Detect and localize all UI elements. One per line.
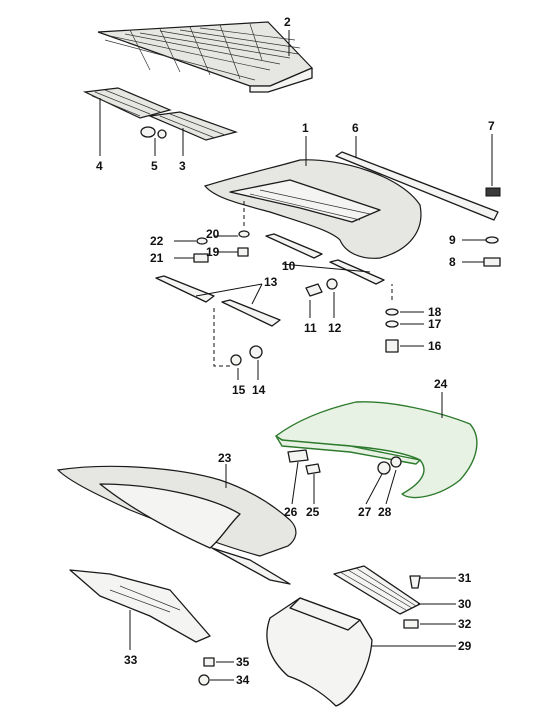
part-14-nut <box>249 345 263 359</box>
callout-2: 2 <box>284 15 291 29</box>
part-27-nut <box>377 461 391 475</box>
callout-4: 4 <box>96 159 103 173</box>
part-9-washer <box>485 236 499 244</box>
part-13-strips <box>155 275 281 327</box>
part-8-nut <box>483 257 501 267</box>
part-10-spacer-bars <box>265 233 385 285</box>
part-18-washer <box>385 308 399 316</box>
part-34-screw <box>198 674 210 686</box>
callout-9: 9 <box>449 233 456 247</box>
part-28-washer <box>390 456 402 468</box>
callout-7: 7 <box>488 119 495 133</box>
callout-10: 10 <box>282 259 296 273</box>
callout-17: 17 <box>428 317 442 331</box>
part-31-screw <box>409 575 421 589</box>
part-30-grille <box>333 565 421 615</box>
part-24-spoiler-lid <box>275 401 478 499</box>
callout-23: 23 <box>218 451 232 465</box>
callout-25: 25 <box>306 505 320 519</box>
part-20-washer <box>238 230 250 238</box>
callout-12: 12 <box>328 321 342 335</box>
part-32-clip <box>403 619 419 629</box>
part-29-housing <box>266 597 373 707</box>
part-33-bracket <box>69 569 211 643</box>
callout-34: 34 <box>236 673 250 687</box>
callout-20: 20 <box>206 227 220 241</box>
part-1-spoiler-body <box>203 159 422 259</box>
part-17-washer <box>385 320 399 328</box>
callout-18: 18 <box>428 305 442 319</box>
callout-13: 13 <box>264 275 278 289</box>
callout-16: 16 <box>428 339 442 353</box>
callout-labels: 2 4 5 3 1 6 7 9 8 20 22 19 21 10 13 11 1… <box>96 15 495 687</box>
part-6-trim-strip <box>335 151 499 221</box>
callout-27: 27 <box>358 505 372 519</box>
part-21-nut <box>193 253 209 263</box>
part-26-pad <box>287 449 309 463</box>
callout-15: 15 <box>232 383 246 397</box>
leader-lines <box>99 30 493 681</box>
part-19-screw <box>237 247 249 257</box>
part-12-washer <box>326 278 338 290</box>
callout-8: 8 <box>449 255 456 269</box>
callout-11: 11 <box>304 321 317 335</box>
callout-3: 3 <box>179 159 186 173</box>
part-4-grille <box>82 87 172 119</box>
part-5-clip <box>140 126 167 139</box>
callout-33: 33 <box>124 653 138 667</box>
callout-19: 19 <box>206 245 220 259</box>
part-3-grille <box>147 111 239 141</box>
part-35-clip <box>203 657 215 667</box>
callout-31: 31 <box>458 571 472 585</box>
callout-32: 32 <box>458 617 472 631</box>
callout-28: 28 <box>378 505 392 519</box>
callout-21: 21 <box>150 251 164 265</box>
part-15-washer <box>230 354 242 366</box>
part-25-screw <box>305 463 321 475</box>
callout-35: 35 <box>236 655 250 669</box>
part-7-nut <box>485 187 501 197</box>
callout-26: 26 <box>284 505 298 519</box>
part-11-screw <box>305 283 323 297</box>
callout-22: 22 <box>150 234 164 248</box>
part-2-ribbed-panel <box>97 21 314 93</box>
part-23-engine-lid <box>56 465 297 585</box>
callout-24: 24 <box>434 377 448 391</box>
callout-14: 14 <box>252 383 266 397</box>
callout-30: 30 <box>458 597 472 611</box>
callout-29: 29 <box>458 639 472 653</box>
callout-5: 5 <box>151 159 158 173</box>
callout-6: 6 <box>352 121 359 135</box>
callout-1: 1 <box>302 121 309 135</box>
part-16-bolt <box>385 339 399 353</box>
part-22-clip <box>196 237 208 245</box>
